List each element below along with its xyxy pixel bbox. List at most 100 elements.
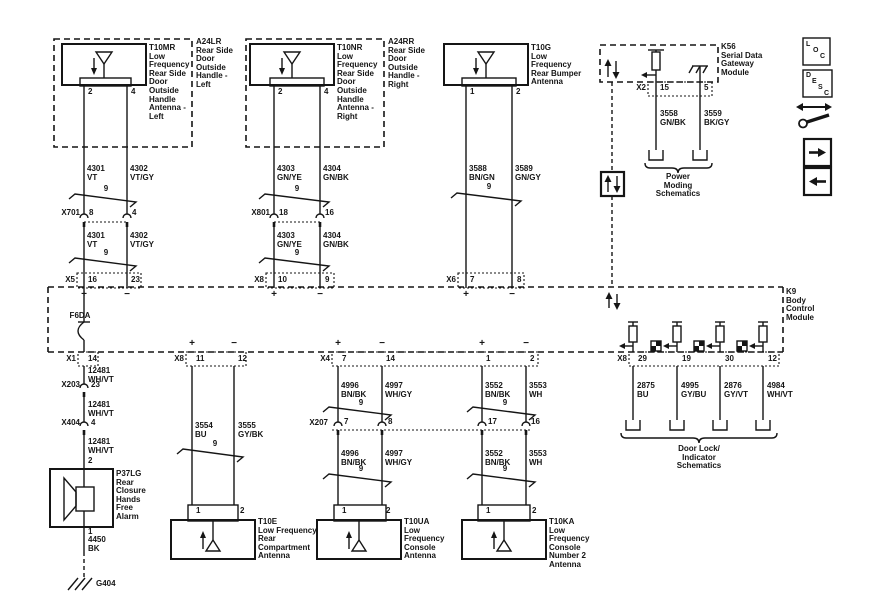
x6-pin-7: 7 — [470, 275, 475, 284]
x4-pin-14: 14 — [386, 354, 395, 363]
polarity-minus: − — [231, 338, 237, 349]
wire-3552-upper: 3552 BN/BK — [485, 381, 511, 399]
x8-pin-9: 9 — [325, 275, 330, 284]
t10nr-label: T10NR Low Frequency Rear Side Door Outsi… — [337, 43, 378, 121]
t10ua-label: T10UA Low Frequency Console Antenna — [404, 517, 445, 561]
twist-label: 9 — [502, 464, 508, 473]
desc-icon — [802, 69, 833, 98]
g404-label: G404 — [96, 579, 116, 588]
alarm-feed-wiring — [77, 288, 99, 469]
x8-pin-10: 10 — [278, 275, 287, 284]
power-moding-ref: Power Moding Schematics — [655, 172, 701, 199]
loc-button[interactable] — [803, 38, 830, 65]
wire-4997-upper: 4997 WH/GY — [385, 381, 413, 399]
wire-4304-upper: 4304 GN/BK — [323, 164, 349, 182]
wire-3553-upper: 3553 WH — [529, 381, 547, 399]
x8-col4-label: X8 — [174, 354, 184, 363]
x4-pin-7: 7 — [342, 354, 347, 363]
t10ua-pin-2: 2 — [386, 506, 391, 515]
wire-4303-upper: 4303 GN/YE — [277, 164, 302, 182]
wire-4984: 4984 WH/VT — [767, 381, 793, 399]
twist-label: 9 — [212, 439, 218, 448]
twist-label: 9 — [358, 464, 364, 473]
back-arrow-icon — [802, 166, 833, 197]
wire-4302-upper: 4302 VT/GY — [130, 164, 155, 182]
t10ua-pin-1: 1 — [342, 506, 347, 515]
loc-icon — [802, 37, 831, 66]
x2-label: X2 — [636, 83, 646, 92]
loc-letter: L — [806, 41, 811, 48]
twist-label: 9 — [294, 184, 300, 193]
t10g-wires — [450, 86, 525, 289]
twist-label: 9 — [103, 248, 109, 257]
t10g-pin-2: 2 — [516, 87, 521, 96]
repair-info-button[interactable] — [796, 100, 836, 130]
t10ka-pin-1: 1 — [486, 506, 491, 515]
t10mr-wires — [68, 86, 142, 289]
x701-label: X701 — [61, 208, 80, 217]
wire-4996-lower: 4996 BN/BK — [341, 449, 367, 467]
wire-3552-lower: 3552 BN/BK — [485, 449, 511, 467]
wire-4450: 4450 BK — [88, 535, 106, 553]
forward-arrow-button[interactable] — [804, 139, 831, 166]
wire-4302-lower: 4302 VT/GY — [130, 231, 155, 249]
wire-4301-lower: 4301 VT — [87, 231, 105, 249]
wire-3558: 3558 GN/BK — [660, 109, 686, 127]
k56-label: K56 Serial Data Gateway Module — [721, 42, 763, 77]
x5-pin-23: 23 — [131, 275, 140, 284]
x801-pin-18: 18 — [279, 208, 288, 217]
x8-right-label: X8 — [617, 354, 627, 363]
t10nr-antenna-symbol — [249, 43, 335, 87]
t10mr-pin-4: 4 — [131, 87, 136, 96]
t10mr-label: T10MR Low Frequency Rear Side Door Outsi… — [149, 43, 190, 121]
polarity-minus: − — [523, 338, 529, 349]
a24lr-housing-box — [53, 38, 385, 148]
wire-12481-c: 12481 WH/VT — [88, 437, 114, 455]
x701-pin-8: 8 — [89, 208, 94, 217]
loc-letter: C — [820, 53, 826, 60]
polarity-plus: + — [189, 338, 195, 349]
x8-pin-30: 30 — [725, 354, 734, 363]
back-arrow-button[interactable] — [804, 168, 831, 195]
x4-label: X4 — [320, 354, 330, 363]
x6-label: X6 — [446, 275, 456, 284]
desc-button[interactable] — [803, 70, 832, 97]
x207-pin-8: 8 — [388, 417, 393, 426]
wire-4304-lower: 4304 GN/BK — [323, 231, 349, 249]
door-lock-ref: Door Lock/ Indicator Schematics — [676, 444, 722, 471]
x801-label: X801 — [251, 208, 270, 217]
desc-letter: E — [812, 78, 817, 85]
x2-pin-15: 15 — [660, 83, 669, 92]
x8-pin-12: 12 — [768, 354, 777, 363]
t10g-label: T10G Low Frequency Rear Bumper Antenna — [531, 43, 582, 87]
wire-4995: 4995 GY/BU — [681, 381, 707, 399]
polarity-plus: + — [463, 289, 469, 300]
desc-letter: D — [806, 72, 812, 79]
x1-pin-14: 14 — [88, 354, 97, 363]
polarity-minus: − — [124, 289, 130, 300]
t10e-pin-1: 1 — [196, 506, 201, 515]
t10nr-wires — [258, 86, 335, 289]
x801-pin-16: 16 — [325, 208, 334, 217]
x8-pin-11: 11 — [196, 354, 205, 363]
gateway-module-box — [599, 44, 719, 174]
k9-label: K9 Body Control Module — [786, 287, 815, 322]
twist-label: 9 — [502, 398, 508, 407]
wire-2875: 2875 BU — [637, 381, 655, 399]
wire-3554: 3554 BU — [195, 421, 213, 439]
alarm-pin-2: 2 — [88, 456, 93, 465]
polarity-minus: − — [509, 289, 515, 300]
wire-3553-lower: 3553 WH — [529, 449, 547, 467]
t10mr-pin-2: 2 — [88, 87, 93, 96]
polarity-minus: − — [379, 338, 385, 349]
polarity-plus: + — [335, 338, 341, 349]
alarm-speaker-symbol — [49, 468, 114, 591]
x701-pin-4: 4 — [132, 208, 137, 217]
a24lr-label: A24LR Rear Side Door Outside Handle - Le… — [196, 37, 233, 89]
polarity-plus: + — [479, 338, 485, 349]
wire-4997-lower: 4997 WH/GY — [385, 449, 413, 467]
loc-letter: O — [813, 47, 819, 54]
x2-pin-5: 5 — [704, 83, 709, 92]
